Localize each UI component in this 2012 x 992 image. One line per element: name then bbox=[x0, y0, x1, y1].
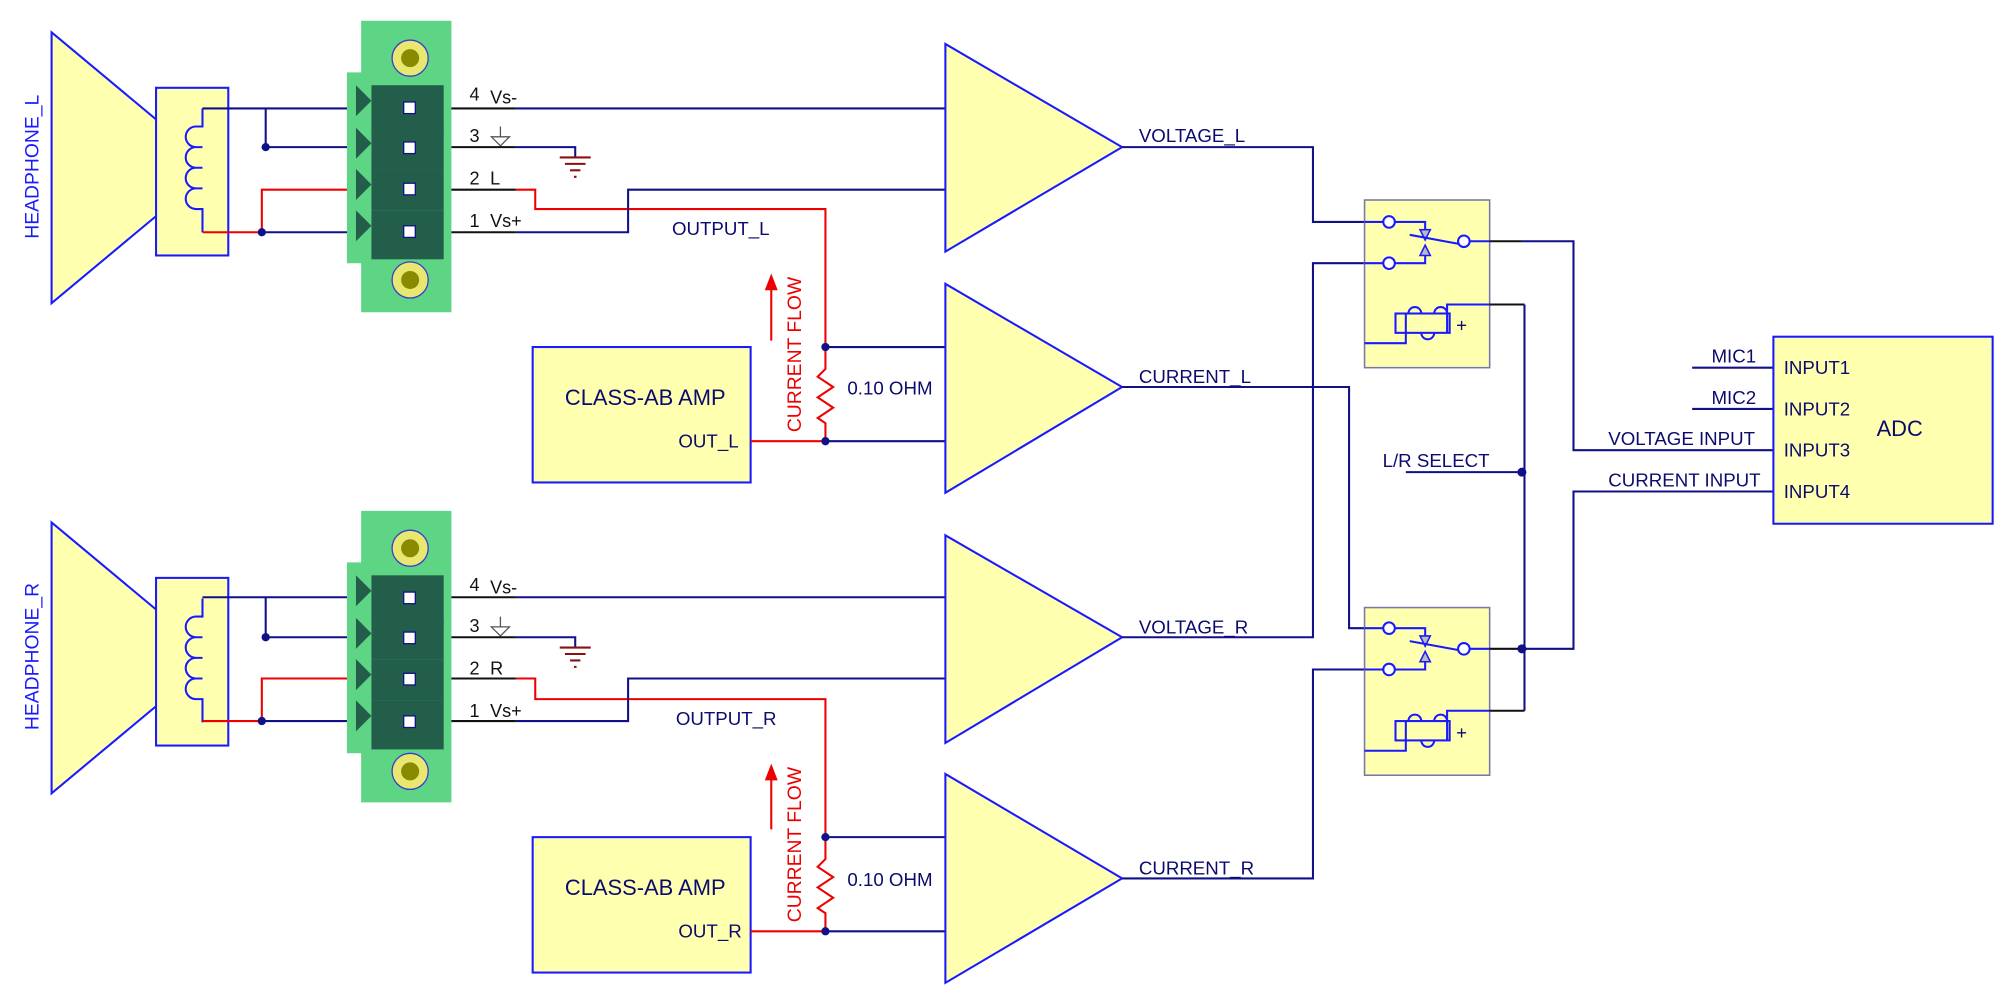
connector-r bbox=[346, 510, 452, 803]
ground-icon-small-l bbox=[489, 126, 512, 147]
svg-text:L/R SELECT: L/R SELECT bbox=[1383, 450, 1490, 471]
svg-text:3: 3 bbox=[469, 126, 479, 146]
connector-l bbox=[346, 20, 452, 313]
svg-text:MIC1: MIC1 bbox=[1711, 346, 1756, 367]
svg-text:ADC: ADC bbox=[1877, 416, 1923, 441]
svg-text:INPUT3: INPUT3 bbox=[1784, 440, 1850, 461]
svg-text:CLASS-AB AMP: CLASS-AB AMP bbox=[565, 875, 726, 900]
relay-output-wiring: L/R SELECT VOLTAGE INPUT CURRENT INPUT M… bbox=[1383, 240, 1774, 712]
svg-text:CLASS-AB AMP: CLASS-AB AMP bbox=[565, 385, 726, 410]
svg-text:Vs+: Vs+ bbox=[490, 701, 522, 721]
svg-text:+: + bbox=[1456, 722, 1467, 743]
svg-text:4: 4 bbox=[469, 85, 479, 105]
svg-text:MIC2: MIC2 bbox=[1711, 387, 1756, 408]
svg-text:0.10 OHM: 0.10 OHM bbox=[847, 378, 932, 399]
svg-text:VOLTAGE_R: VOLTAGE_R bbox=[1139, 616, 1248, 638]
svg-text:2: 2 bbox=[469, 659, 479, 679]
relay-current: + bbox=[1363, 606, 1491, 777]
svg-text:Vs-: Vs- bbox=[490, 87, 517, 107]
svg-text:CURRENT_R: CURRENT_R bbox=[1139, 858, 1254, 880]
headphone-l-label: HEADPHONE_L bbox=[22, 95, 44, 239]
svg-text:+: + bbox=[1456, 315, 1467, 336]
svg-text:OUTPUT_L: OUTPUT_L bbox=[672, 218, 770, 240]
ground-icon-l bbox=[559, 156, 591, 178]
svg-text:2: 2 bbox=[469, 169, 479, 189]
svg-text:VOLTAGE_L: VOLTAGE_L bbox=[1139, 125, 1245, 147]
speaker-coil-box-l bbox=[155, 86, 230, 257]
headphone-l: HEADPHONE_L bbox=[22, 30, 230, 306]
svg-text:VOLTAGE INPUT: VOLTAGE INPUT bbox=[1608, 428, 1755, 449]
svg-text:INPUT4: INPUT4 bbox=[1784, 481, 1850, 502]
svg-text:3: 3 bbox=[469, 616, 479, 636]
svg-text:CURRENT_L: CURRENT_L bbox=[1139, 366, 1251, 388]
ground-icon-small-r bbox=[489, 616, 512, 637]
diff-amp-current-r bbox=[944, 772, 1125, 985]
headphone-r-label: HEADPHONE_R bbox=[22, 583, 44, 730]
diff-amp-voltage-l bbox=[944, 42, 1125, 254]
svg-text:CURRENT INPUT: CURRENT INPUT bbox=[1608, 469, 1760, 490]
connector-l-out-wiring: OUTPUT_L bbox=[451, 107, 946, 348]
svg-text:Vs+: Vs+ bbox=[490, 211, 522, 231]
amp-block-r: CLASS-AB AMP OUT_R 0.10 OHM CURRENT FLOW bbox=[531, 763, 946, 974]
svg-text:Vs-: Vs- bbox=[490, 577, 517, 597]
pin-labels-r: 4 Vs- 3 2 R 1 Vs+ bbox=[469, 575, 521, 721]
svg-text:R: R bbox=[490, 659, 503, 679]
svg-text:0.10 OHM: 0.10 OHM bbox=[847, 869, 932, 890]
svg-text:INPUT2: INPUT2 bbox=[1784, 398, 1850, 419]
class-ab-amp-l bbox=[531, 346, 752, 484]
svg-text:OUTPUT_R: OUTPUT_R bbox=[676, 708, 777, 730]
coil-icon-l bbox=[184, 108, 204, 233]
svg-text:OUT_L: OUT_L bbox=[678, 431, 738, 453]
diff-amp-current-l bbox=[944, 282, 1125, 495]
ground-icon-r bbox=[559, 646, 591, 668]
amp-block-l: CLASS-AB AMP OUT_L 0.10 OHM CURRENT FLOW bbox=[531, 273, 946, 484]
headphone-r: HEADPHONE_R bbox=[22, 520, 230, 796]
svg-text:CURRENT FLOW: CURRENT FLOW bbox=[784, 276, 806, 432]
svg-text:1: 1 bbox=[469, 211, 479, 231]
svg-text:INPUT1: INPUT1 bbox=[1784, 357, 1850, 378]
connector-r-out-wiring: OUTPUT_R bbox=[451, 596, 946, 838]
adc-block: INPUT1 INPUT2 INPUT3 INPUT4 ADC bbox=[1772, 335, 1994, 525]
class-ab-amp-r bbox=[531, 836, 752, 974]
svg-text:OUT_R: OUT_R bbox=[678, 921, 741, 943]
relay-coil-icon bbox=[1364, 709, 1490, 752]
svg-text:CURRENT FLOW: CURRENT FLOW bbox=[784, 766, 806, 922]
relay-coil-icon bbox=[1364, 303, 1490, 345]
diff-amp-l-outputs: VOLTAGE_L CURRENT_L bbox=[1122, 125, 1365, 630]
speaker-coil-box-r bbox=[155, 576, 230, 747]
coil-icon-r bbox=[184, 598, 204, 723]
svg-text:4: 4 bbox=[469, 575, 479, 595]
svg-text:L: L bbox=[490, 169, 500, 189]
svg-text:1: 1 bbox=[469, 701, 479, 721]
relay-voltage: + bbox=[1363, 199, 1491, 369]
diff-amp-voltage-r bbox=[944, 533, 1125, 745]
diff-amp-r-outputs: VOLTAGE_R CURRENT_R bbox=[1122, 262, 1365, 880]
pin-labels-l: 4 Vs- 3 2 L 1 Vs+ bbox=[469, 85, 521, 231]
